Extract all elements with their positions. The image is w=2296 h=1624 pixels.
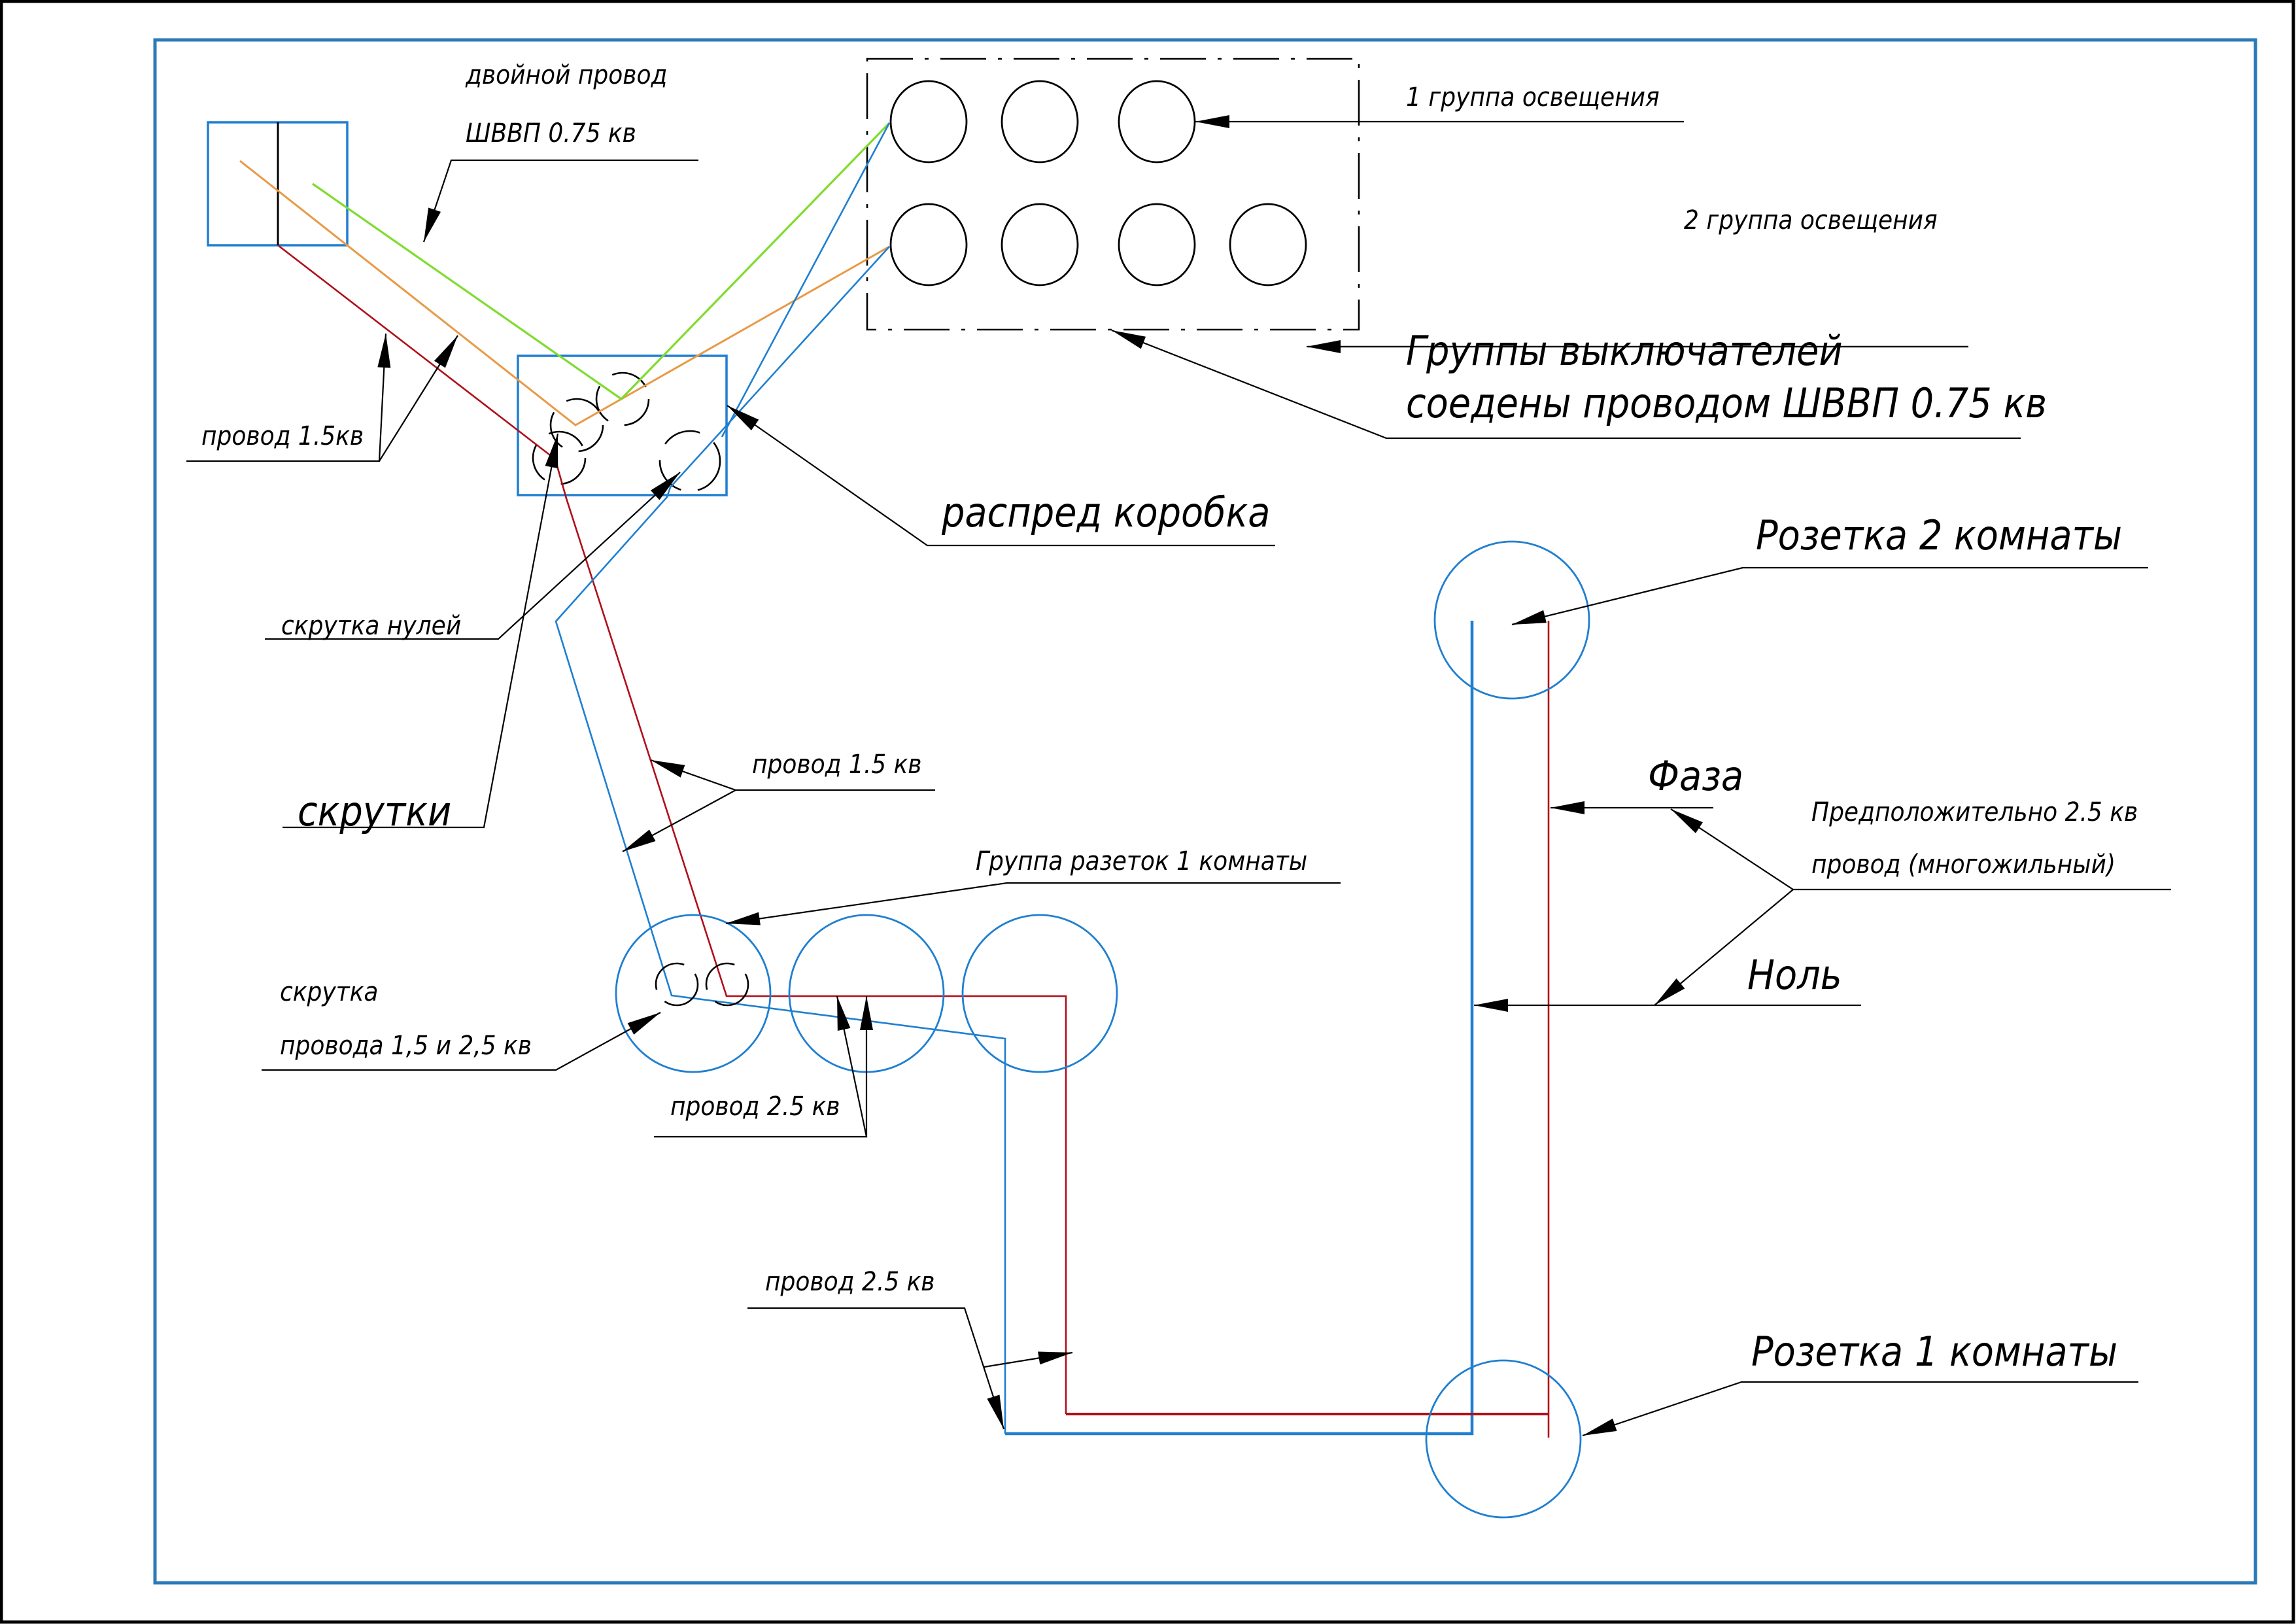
lamp xyxy=(889,203,968,286)
label-presumably-2: провод (многожильный) xyxy=(1811,850,2116,880)
label-twist-1: скрутка xyxy=(280,977,378,1007)
label-twists: скрутки xyxy=(298,787,451,835)
label-light-group-1: 1 группа освещения xyxy=(1406,82,1660,112)
lamp xyxy=(1001,203,1079,286)
leader-twist-wires-arrow xyxy=(627,1012,660,1035)
label-wire-2-5-mid: провод 2.5 кв xyxy=(670,1092,840,1122)
leader-neutral-arrow xyxy=(1474,999,1508,1012)
label-phase: Фаза xyxy=(1648,752,1743,800)
twist-mark xyxy=(595,371,650,426)
lamp xyxy=(1118,80,1196,164)
leader-light-group-1-arrow xyxy=(1195,115,1229,128)
label-socket-group-room1: Группа разеток 1 комнаты xyxy=(976,846,1307,876)
leader-junction-box-arrow xyxy=(727,406,759,430)
leader-wire15-mid-a-arrow xyxy=(651,760,685,778)
label-presumably-1: Предположительно 2.5 кв xyxy=(1811,797,2138,827)
label-wire-1-5-mid: провод 1.5 кв xyxy=(752,750,922,780)
switch-wire-orange xyxy=(239,160,890,426)
leader-wire25-bottom-a xyxy=(747,1307,1005,1430)
leader-socket-room2 xyxy=(1511,566,2148,626)
leader-junction-box xyxy=(727,405,1275,547)
lamp xyxy=(1118,203,1196,286)
twist-mark xyxy=(655,962,699,1007)
drawing-frame xyxy=(153,38,2257,1585)
switch-group-frame xyxy=(866,58,1360,331)
switch-box xyxy=(207,121,349,247)
junction-box-outline xyxy=(517,354,728,496)
neutral-wire-bottom-run xyxy=(1005,621,1474,1436)
socket-room1 xyxy=(1425,1359,1582,1519)
socket xyxy=(961,914,1118,1073)
label-double-wire-2: ШВВП 0.75 кв xyxy=(466,118,636,148)
switch-wire-green xyxy=(312,122,891,401)
leader-neutral-twist-arrow xyxy=(650,472,680,500)
label-socket-room2: Розетка 2 комнаты xyxy=(1756,511,2122,559)
leader-wire15-mid-b-arrow xyxy=(623,829,656,852)
twist-mark xyxy=(705,962,749,1007)
leader-socket-group xyxy=(725,882,1341,925)
leader-socket-room1-arrow xyxy=(1583,1418,1617,1436)
leader-wire15-top-b-arrow xyxy=(434,336,458,368)
label-wire-2-5-bottom: провод 2.5 кв xyxy=(765,1267,935,1297)
label-double-wire-1: двойной провод xyxy=(465,60,667,90)
lamp xyxy=(1229,203,1307,286)
leader-wire15-top-a-arrow xyxy=(377,334,391,368)
label-socket-room1: Розетка 1 комнаты xyxy=(1751,1328,2117,1375)
socket xyxy=(615,914,772,1073)
label-switch-groups-1: Группы выключателей xyxy=(1406,327,1843,375)
leader-wire25-mid-b-arrow xyxy=(860,996,873,1030)
leader-wire25-bottom-a-arrow xyxy=(987,1394,1004,1429)
annotation-leaders xyxy=(186,115,2171,1437)
lamp xyxy=(889,80,968,164)
label-light-group-2: 2 группа освещения xyxy=(1684,205,1938,235)
junction-box xyxy=(517,354,728,496)
leader-switch-groups xyxy=(1111,329,2021,440)
leader-double-wire-arrow xyxy=(424,207,441,242)
label-neutral-twist: скрутка нулей xyxy=(281,611,461,641)
neutral-wire-lamp1 xyxy=(721,122,891,438)
leader-socket-room1 xyxy=(1582,1381,2138,1437)
leader-light-group-2-arrow xyxy=(1307,340,1341,353)
leader-double-wire xyxy=(422,159,698,243)
twist-mark xyxy=(532,430,587,485)
label-switch-groups-2: соедены проводом ШВВП 0.75 кв xyxy=(1406,379,2047,427)
leader-twist-wires xyxy=(262,1012,661,1071)
leader-presumably-b-arrow xyxy=(1654,978,1685,1005)
label-junction-box: распред коробка xyxy=(941,489,1270,536)
switch-group-outline xyxy=(866,58,1360,331)
leader-wire25-mid-a-arrow xyxy=(837,996,851,1031)
leader-neutral-twist xyxy=(265,472,681,640)
socket-room2 xyxy=(1433,540,1590,700)
leader-twists xyxy=(283,433,559,829)
twist-mark xyxy=(549,398,604,453)
leader-phase-arrow xyxy=(1551,801,1585,814)
leader-wire25-bottom-b-arrow xyxy=(1038,1351,1072,1365)
light-group-2 xyxy=(889,203,1307,286)
leader-socket-room2-arrow xyxy=(1512,610,1547,625)
label-twist-2: провода 1,5 и 2,5 кв xyxy=(280,1031,532,1061)
leader-presumably-a-arrow xyxy=(1671,809,1703,833)
leader-socket-group-arrow xyxy=(726,912,761,925)
leader-twists-arrow xyxy=(545,434,558,468)
light-group-1 xyxy=(889,80,1196,164)
leader-switch-groups-arrow xyxy=(1112,330,1146,349)
label-neutral: Ноль xyxy=(1747,951,1842,999)
lamp xyxy=(1001,80,1079,164)
twist-mark xyxy=(659,430,721,492)
label-wire-1-5-top: провод 1.5кв xyxy=(201,421,364,451)
phase-wire-switch-to-box xyxy=(277,244,1067,1414)
neutral-wire-lamp2 xyxy=(555,246,1006,1434)
